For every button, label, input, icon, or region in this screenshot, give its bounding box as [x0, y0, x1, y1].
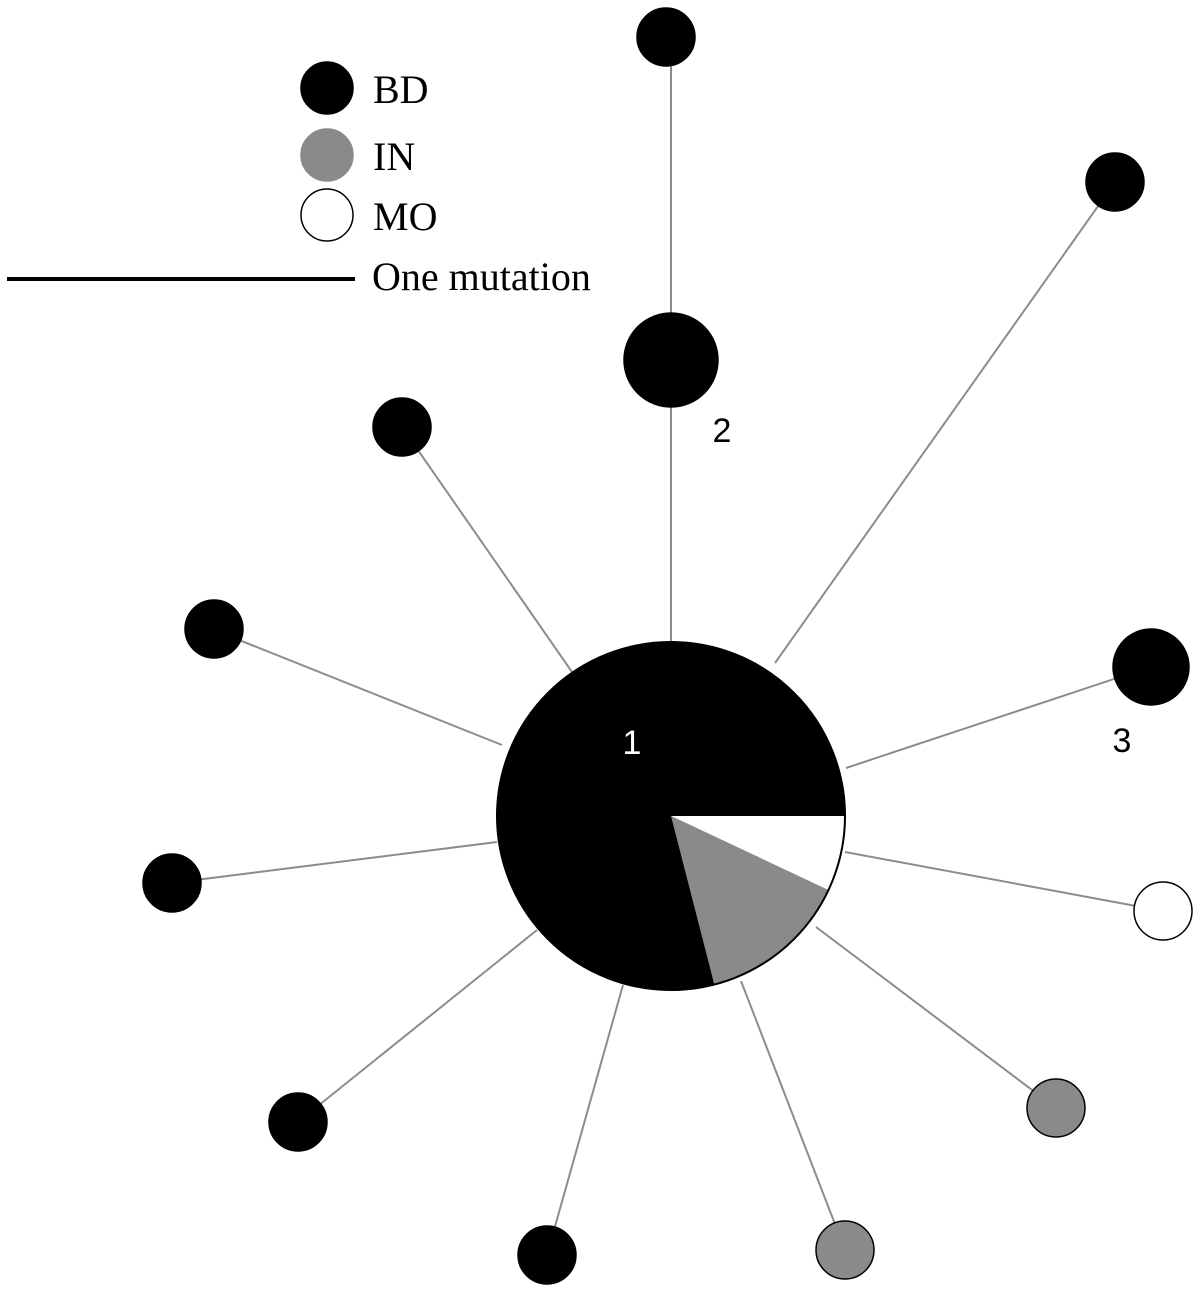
central-haplotype-label: 1	[623, 724, 642, 762]
scale-bar-label: One mutation	[372, 254, 591, 299]
haplotype-node	[1133, 881, 1193, 941]
edge	[171, 841, 498, 884]
haplotype-node	[517, 1225, 577, 1285]
edge	[740, 980, 846, 1251]
haplotype-node	[142, 853, 202, 913]
legend-label-mo: MO	[373, 194, 437, 239]
edge	[844, 851, 1164, 912]
haplotype-node-2	[623, 312, 719, 408]
edge	[546, 984, 624, 1256]
edge	[774, 184, 1114, 664]
haplotype-node	[1085, 152, 1145, 212]
legend: BD IN MO One mutation	[7, 61, 591, 299]
edge	[213, 629, 503, 746]
legend-label-in: IN	[373, 134, 415, 179]
pie-slice-bd	[497, 641, 845, 990]
haplotype-node	[815, 1220, 875, 1280]
haplotype-node	[372, 397, 432, 457]
edge	[403, 429, 573, 673]
edge	[297, 929, 538, 1123]
haplotype-node	[268, 1092, 328, 1152]
legend-label-bd: BD	[373, 67, 429, 112]
legend-swatch-mo	[300, 188, 354, 242]
pie-slice-in	[671, 816, 829, 985]
haplotype-node-3	[1112, 628, 1190, 706]
haplotype-label-3: 3	[1113, 722, 1132, 760]
pie-slice-mo	[671, 816, 845, 891]
legend-swatch-bd	[300, 61, 354, 115]
network-edges	[171, 60, 1164, 1256]
legend-swatch-in	[300, 128, 354, 182]
haplotype-node	[636, 7, 696, 67]
peripheral-haplotypes: 2 3	[142, 7, 1193, 1285]
haplotype-node	[184, 599, 244, 659]
central-haplotype-pie: 1	[496, 641, 846, 991]
pie-border	[496, 641, 846, 991]
edge	[815, 926, 1057, 1109]
edge	[845, 666, 1151, 769]
haplotype-label-2: 2	[713, 412, 732, 450]
haplotype-node	[1026, 1078, 1086, 1138]
